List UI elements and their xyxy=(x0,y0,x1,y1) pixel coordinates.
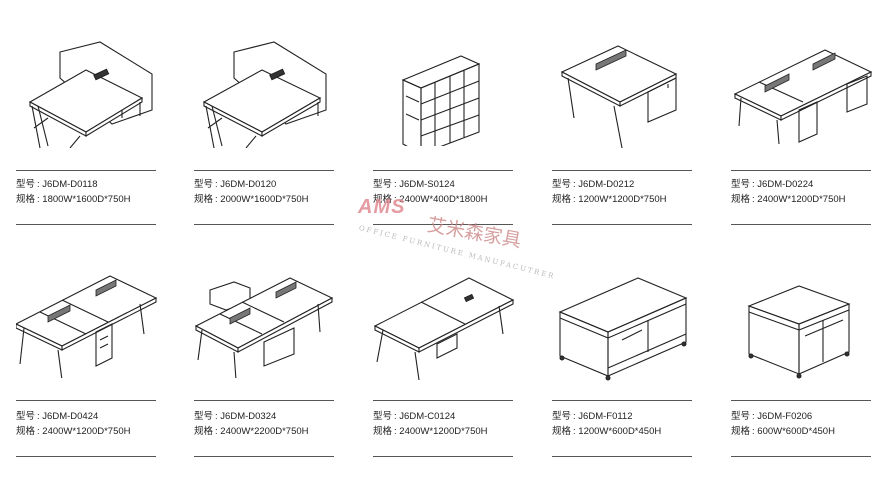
double-workstation-illustration xyxy=(731,40,890,150)
divider xyxy=(16,170,156,171)
model-line: 型号: J6DM-D0224 xyxy=(731,179,814,190)
divider xyxy=(194,224,334,225)
spec-value: 2400W*1200D*750H xyxy=(42,426,131,437)
divider xyxy=(552,224,692,225)
divider xyxy=(16,400,156,401)
spec-value: 2400W*2200D*750H xyxy=(220,426,309,437)
spec-label: 规格 xyxy=(373,426,393,437)
model-value: J6DM-D0212 xyxy=(578,179,635,190)
coffee-table-illustration xyxy=(552,272,712,382)
executive-desk-illustration xyxy=(16,38,176,148)
model-value: J6DM-D0424 xyxy=(42,411,99,422)
spec-line: 规格: 2400W*1200D*750H xyxy=(16,426,131,437)
divider xyxy=(373,400,513,401)
spec-value: 2000W*1600D*750H xyxy=(220,194,309,205)
model-label: 型号 xyxy=(16,179,36,190)
spec-label: 规格 xyxy=(16,426,36,437)
spec-label: 规格 xyxy=(552,426,572,437)
spec-label: 规格 xyxy=(16,194,36,205)
model-label: 型号 xyxy=(731,411,751,422)
spec-line: 规格: 2400W*1200D*750H xyxy=(731,194,846,205)
model-label: 型号 xyxy=(194,411,214,422)
model-line: 型号: J6DM-D0118 xyxy=(16,179,98,190)
model-line: 型号: J6DM-F0206 xyxy=(731,411,813,422)
spec-line: 规格: 600W*600D*450H xyxy=(731,426,835,437)
spec-line: 规格: 1800W*1600D*750H xyxy=(16,194,131,205)
spec-value: 2400W*400D*1800H xyxy=(399,194,488,205)
divider xyxy=(731,224,871,225)
three-seat-workstation-illustration xyxy=(194,268,354,378)
spec-value: 2400W*1200D*750H xyxy=(399,426,488,437)
divider xyxy=(731,456,871,457)
spec-line: 规格: 1200W*600D*450H xyxy=(552,426,662,437)
divider xyxy=(16,456,156,457)
model-value: J6DM-D0224 xyxy=(757,179,814,190)
model-line: 型号: J6DM-F0112 xyxy=(552,411,633,422)
model-label: 型号 xyxy=(731,179,751,190)
model-label: 型号 xyxy=(194,179,214,190)
model-label: 型号 xyxy=(552,179,572,190)
divider xyxy=(373,224,513,225)
spec-value: 1800W*1600D*750H xyxy=(42,194,131,205)
spec-label: 规格 xyxy=(194,194,214,205)
model-line: 型号: J6DM-D0324 xyxy=(194,411,277,422)
workstation-illustration xyxy=(552,38,712,148)
divider xyxy=(552,400,692,401)
meeting-table-illustration xyxy=(373,270,533,380)
spec-line: 规格: 2400W*2200D*750H xyxy=(194,426,309,437)
spec-label: 规格 xyxy=(731,426,751,437)
model-label: 型号 xyxy=(373,179,393,190)
spec-value: 600W*600D*450H xyxy=(757,426,835,437)
model-label: 型号 xyxy=(373,411,393,422)
spec-line: 规格: 2400W*400D*1800H xyxy=(373,194,488,205)
spec-value: 1200W*1200D*750H xyxy=(578,194,667,205)
side-table-illustration xyxy=(731,272,890,382)
spec-line: 规格: 2400W*1200D*750H xyxy=(373,426,488,437)
divider xyxy=(552,170,692,171)
divider xyxy=(731,170,871,171)
divider xyxy=(194,456,334,457)
model-value: J6DM-F0112 xyxy=(578,411,633,422)
spec-label: 规格 xyxy=(194,426,214,437)
model-value: J6DM-D0120 xyxy=(220,179,277,190)
model-label: 型号 xyxy=(552,411,572,422)
model-line: 型号: J6DM-D0212 xyxy=(552,179,635,190)
spec-label: 规格 xyxy=(552,194,572,205)
spec-line: 规格: 2000W*1600D*750H xyxy=(194,194,309,205)
spec-label: 规格 xyxy=(373,194,393,205)
model-value: J6DM-S0124 xyxy=(399,179,455,190)
model-value: J6DM-D0324 xyxy=(220,411,277,422)
watermark-logo: AMS xyxy=(358,196,406,218)
divider xyxy=(552,456,692,457)
executive-desk-illustration xyxy=(194,38,354,148)
divider xyxy=(16,224,156,225)
model-line: 型号: J6DM-D0120 xyxy=(194,179,277,190)
model-value: J6DM-F0206 xyxy=(757,411,813,422)
spec-value: 1200W*600D*450H xyxy=(578,426,662,437)
divider xyxy=(194,170,334,171)
divider xyxy=(194,400,334,401)
model-value: J6DM-C0124 xyxy=(399,411,456,422)
divider xyxy=(373,170,513,171)
model-line: 型号: J6DM-D0424 xyxy=(16,411,99,422)
model-line: 型号: J6DM-S0124 xyxy=(373,179,455,190)
spec-value: 2400W*1200D*750H xyxy=(757,194,846,205)
bookcase-illustration xyxy=(373,36,533,146)
model-label: 型号 xyxy=(16,411,36,422)
spec-label: 规格 xyxy=(731,194,751,205)
spec-line: 规格: 1200W*1200D*750H xyxy=(552,194,667,205)
divider xyxy=(731,400,871,401)
brand-watermark: AMS 艾米森家具 OFFICE FURNITURE MANUFACUTRER xyxy=(358,196,558,281)
divider xyxy=(373,456,513,457)
four-seat-workstation-illustration xyxy=(16,268,176,378)
model-value: J6DM-D0118 xyxy=(42,179,98,190)
model-line: 型号: J6DM-C0124 xyxy=(373,411,456,422)
